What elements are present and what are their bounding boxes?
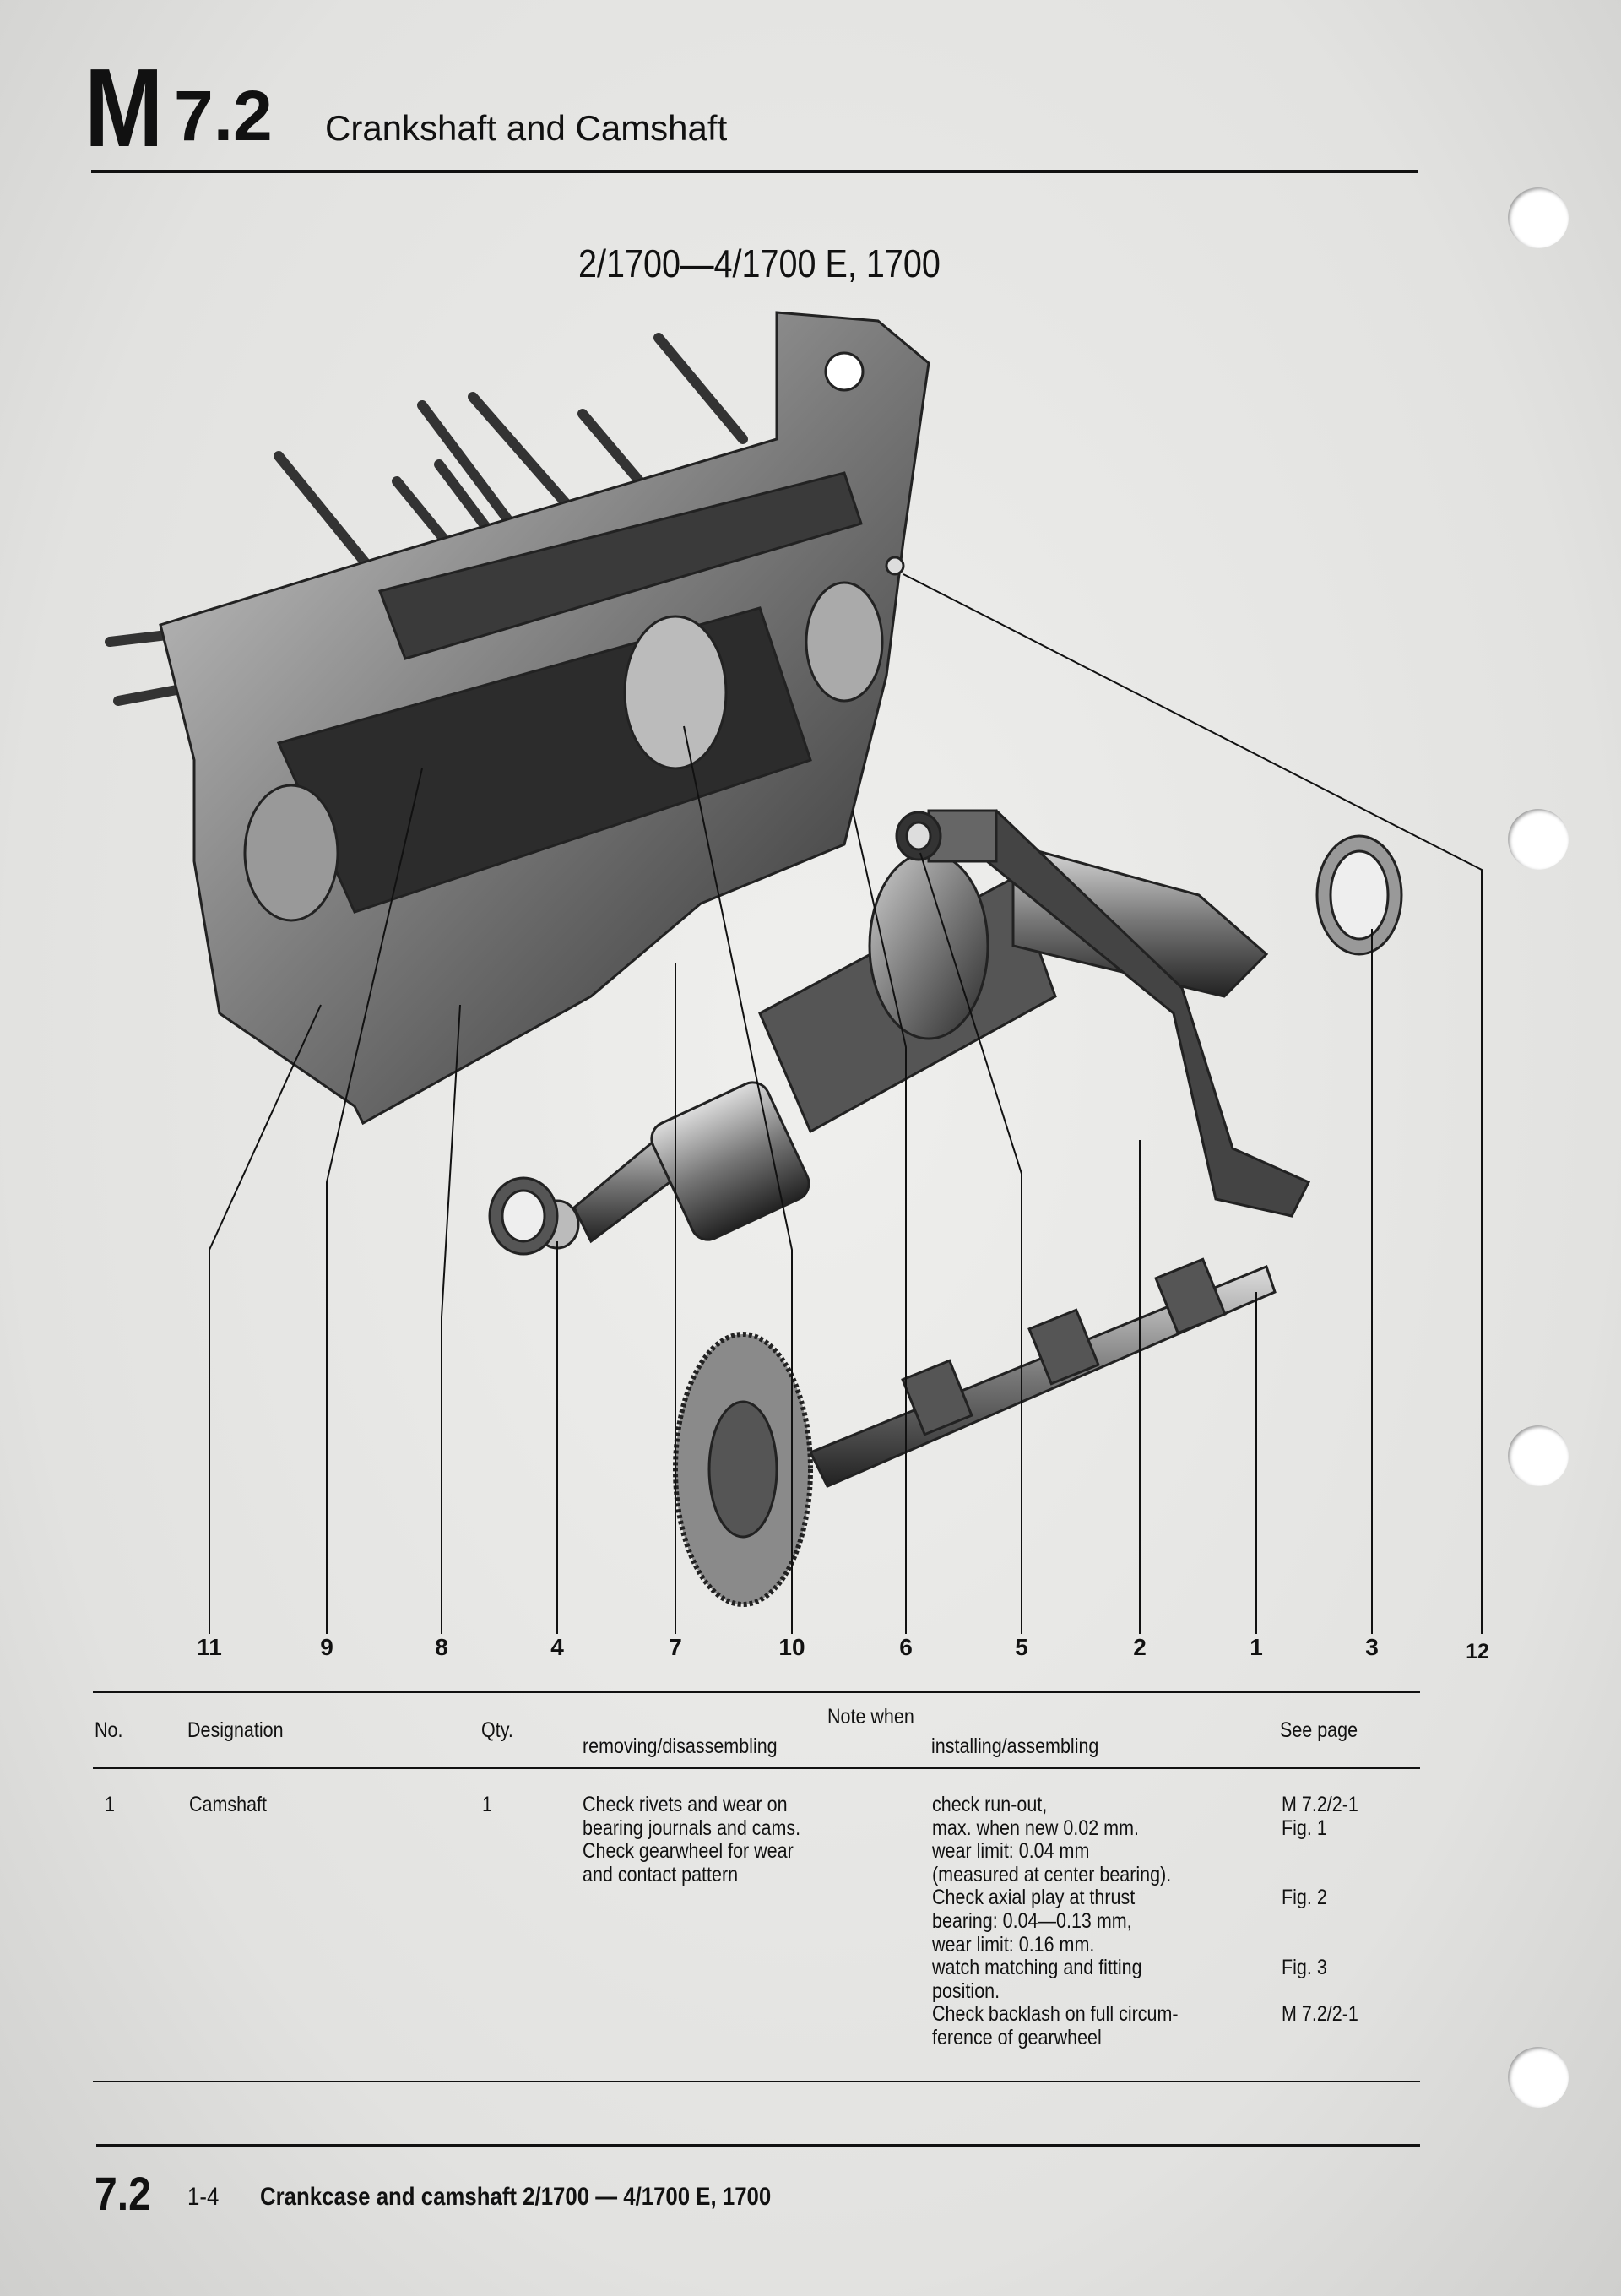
header-qty: Qty. bbox=[481, 1718, 513, 1742]
note-line: Check gearwheel for wear bbox=[583, 1839, 794, 1864]
footer-section: 7.2 bbox=[95, 2167, 151, 2220]
callout-7: 7 bbox=[669, 1634, 682, 1660]
row-qty: 1 bbox=[482, 1793, 492, 1816]
note-line: check run-out, bbox=[932, 1793, 1048, 1816]
binder-hole bbox=[1508, 809, 1569, 870]
model-subtitle: 2/1700—4/1700 E, 1700 bbox=[578, 242, 941, 285]
crankshaft bbox=[534, 809, 1311, 1250]
camshaft bbox=[673, 1257, 1277, 1607]
callout-3: 3 bbox=[1365, 1634, 1379, 1660]
header-rule bbox=[91, 170, 1418, 173]
figure-reference: Fig. 1 bbox=[1282, 1816, 1327, 1840]
callout-8: 8 bbox=[435, 1634, 448, 1660]
row-installing: check run-out, max. when new 0.02 mm. we… bbox=[932, 1793, 1218, 2050]
header-removing: removing/disassembling bbox=[583, 1734, 778, 1758]
note-line: watch matching and fitting bbox=[932, 1956, 1142, 1980]
callout-6: 6 bbox=[899, 1634, 913, 1660]
row-designation: Camshaft bbox=[189, 1793, 268, 1816]
note-line: max. when new 0.02 mm. bbox=[932, 1816, 1139, 1840]
callout-2: 2 bbox=[1133, 1634, 1147, 1660]
header-see-page: See page bbox=[1280, 1718, 1358, 1742]
bearings bbox=[488, 811, 1403, 1256]
note-line: wear limit: 0.16 mm. bbox=[932, 1932, 1095, 1957]
callout-11: 11 bbox=[197, 1634, 222, 1660]
callout-5: 5 bbox=[1015, 1634, 1028, 1660]
binder-hole bbox=[1508, 1425, 1569, 1486]
note-line: and contact pattern bbox=[583, 1862, 739, 1886]
row-no: 1 bbox=[105, 1793, 115, 1816]
callout-10: 10 bbox=[778, 1634, 805, 1660]
note-line: ference of gearwheel bbox=[932, 2025, 1102, 2049]
leader-lines bbox=[209, 573, 1483, 1634]
callout-4: 4 bbox=[550, 1634, 564, 1660]
note-line: wear limit: 0.04 mm bbox=[932, 1839, 1090, 1864]
chapter-number: 7.2 bbox=[174, 76, 273, 155]
note-line: Check axial play at thrust bbox=[932, 1886, 1136, 1910]
note-line: bearing journals and cams. bbox=[583, 1816, 801, 1840]
note-line: bearing: 0.04—0.13 mm, bbox=[932, 1908, 1132, 1933]
callout-1: 1 bbox=[1250, 1634, 1263, 1660]
note-line: (measured at center bearing). bbox=[932, 1862, 1172, 1886]
table-bottom-rule bbox=[93, 2081, 1420, 2082]
binder-hole bbox=[1508, 187, 1569, 248]
header-note-when: Note when bbox=[827, 1705, 914, 1729]
table-header-rule bbox=[93, 1767, 1420, 1769]
page-title: Crankshaft and Camshaft bbox=[325, 108, 728, 148]
page-reference: M 7.2/2-1 bbox=[1282, 1793, 1358, 1816]
exploded-view-illustration bbox=[105, 311, 1483, 1634]
note-line: Check rivets and wear on bbox=[583, 1793, 788, 1816]
crankcase bbox=[105, 311, 930, 1126]
callout-12: 12 bbox=[1466, 1640, 1489, 1664]
note-line: position. bbox=[932, 1978, 1000, 2003]
binder-hole bbox=[1508, 2047, 1569, 2108]
note-line: Check backlash on full circum- bbox=[932, 2002, 1179, 2027]
callout-9: 9 bbox=[320, 1634, 333, 1660]
figure-reference: Fig. 2 bbox=[1282, 1886, 1327, 1910]
row-removing: Check rivets and wear on bearing journal… bbox=[583, 1793, 836, 1886]
header-no: No. bbox=[95, 1718, 123, 1742]
page-reference: M 7.2/2-1 bbox=[1282, 2002, 1358, 2027]
chapter-letter: M bbox=[84, 46, 164, 170]
footer-rule bbox=[96, 2144, 1420, 2147]
table-top-rule bbox=[93, 1691, 1420, 1693]
footer-title: Crankcase and camshaft 2/1700 — 4/1700 E… bbox=[260, 2183, 772, 2211]
figure-reference: Fig. 3 bbox=[1282, 1956, 1327, 1980]
header-installing: installing/assembling bbox=[931, 1734, 1099, 1758]
footer-pages: 1-4 bbox=[187, 2183, 220, 2211]
header-designation: Designation bbox=[187, 1718, 284, 1742]
